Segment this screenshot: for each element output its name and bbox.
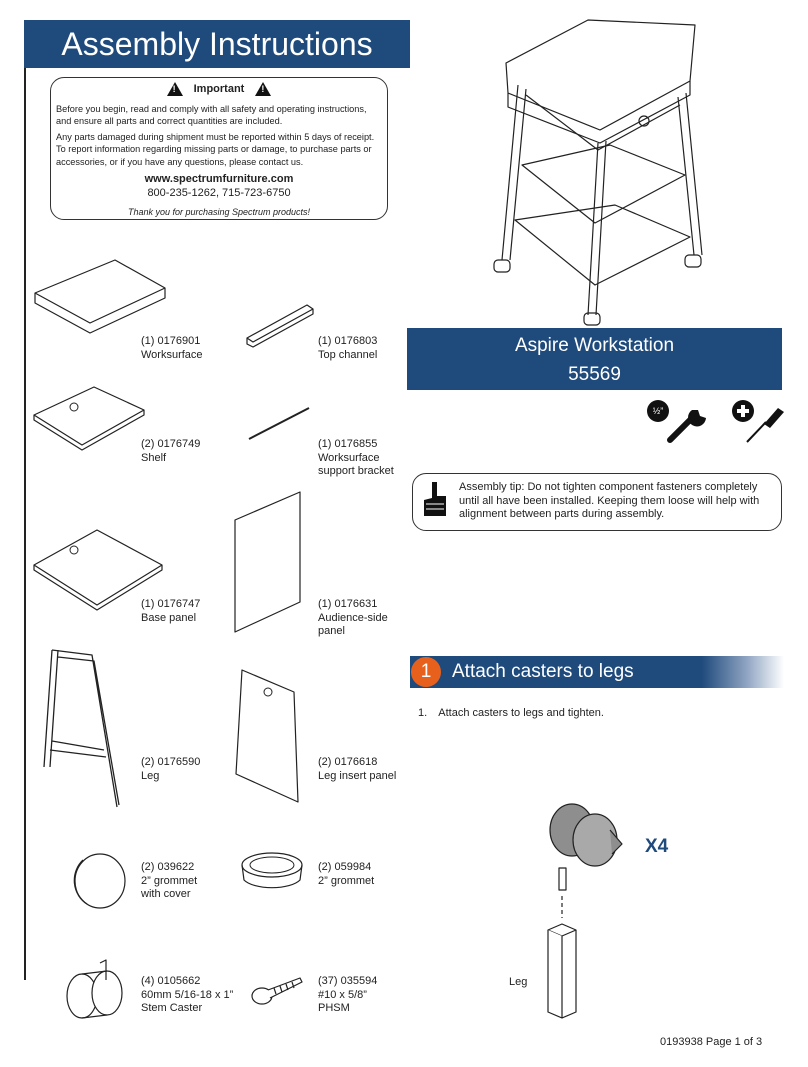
part-code: (1) 0176901 <box>141 335 201 347</box>
part-name: 2” grommet <box>318 874 375 887</box>
text-line: Any parts damaged during shipment must b… <box>56 132 375 142</box>
part-code: (2) 0176618 <box>318 756 378 768</box>
part-label: (2) 0176618 Leg insert panel <box>318 756 396 783</box>
warning-icon <box>166 82 183 96</box>
leg-illustration <box>43 649 120 808</box>
shelf-illustration <box>33 386 145 451</box>
part-code: (1) 0176855 <box>318 438 378 450</box>
part-name: panel <box>318 625 345 637</box>
top-channel-illustration <box>246 304 314 348</box>
important-paragraph-2: Any parts damaged during shipment must b… <box>56 131 384 168</box>
base-panel-illustration <box>33 529 163 611</box>
part-code: (2) 0176590 <box>141 756 201 768</box>
phillips-badge <box>732 400 754 422</box>
part-code: (2) 059984 <box>318 861 372 873</box>
part-code: (2) 039622 <box>141 861 195 873</box>
part-code: (1) 0176747 <box>141 598 201 610</box>
plus-bar <box>741 405 745 417</box>
part-name: with cover <box>141 888 191 900</box>
important-notice-box <box>50 77 388 220</box>
text-line: accessories, or if you have any question… <box>56 156 304 167</box>
part-label: (2) 059984 2” grommet <box>318 861 374 888</box>
part-name: Top channel <box>318 348 378 361</box>
leg-label: Leg <box>509 976 528 988</box>
leg-insert-panel-illustration <box>235 669 299 803</box>
part-label: (1) 0176855 Worksurface support bracket <box>318 438 394 479</box>
text-line: Before you begin, read and comply with a… <box>56 104 367 114</box>
quantity-multiplier: X4 <box>645 836 669 857</box>
assembly-tip-box <box>412 473 782 531</box>
part-code: (4) 0105662 <box>141 975 201 987</box>
worksurface-illustration <box>34 259 166 334</box>
text-line: To report information regarding missing … <box>56 144 372 155</box>
part-name: Leg <box>141 769 160 782</box>
audience-panel-illustration <box>234 491 301 633</box>
part-name: 60mm 5/16-18 x 1” <box>141 988 234 1001</box>
part-label: (2) 0176749 Shelf <box>141 438 200 465</box>
phone-numbers: 800-235-1262, 715-723-6750 <box>147 187 291 199</box>
website-link[interactable]: www.spectrumfurniture.com <box>144 173 294 185</box>
part-name: Worksurface <box>141 348 203 361</box>
page-title: Assembly Instructions <box>61 26 373 62</box>
text-line: and ensure all parts and correct quantit… <box>56 116 283 127</box>
part-name: Shelf <box>141 451 167 464</box>
part-code: (1) 0176631 <box>318 598 378 610</box>
part-label: (1) 0176747 Base panel <box>141 598 200 625</box>
screwdriver-icon <box>746 408 784 443</box>
text-line: alignment between parts during assembly. <box>459 508 665 520</box>
support-bracket-illustration <box>248 407 310 440</box>
wrench-size-badge: ½” <box>647 400 669 422</box>
part-label: (1) 0176631 Audience-side panel <box>318 598 388 639</box>
part-label: (2) 039622 2” grommet with cover <box>141 861 197 902</box>
part-label: (37) 035594 #10 x 5/8” PHSM <box>318 975 377 1016</box>
part-name: Worksurface <box>318 451 380 464</box>
wrench-icon <box>667 410 706 443</box>
part-name: Audience-side <box>318 611 388 624</box>
instruction-text: Attach casters to legs and tighten. <box>438 707 604 719</box>
thanks-text: Thank you for purchasing Spectrum produc… <box>127 207 311 217</box>
part-name: PHSM <box>318 1002 350 1014</box>
grommet-with-cover-illustration <box>73 853 126 909</box>
instruction-number: 1. <box>418 707 428 719</box>
product-name-bar: Aspire Workstation 55569 <box>407 328 782 390</box>
part-code: (1) 0176803 <box>318 335 378 347</box>
part-name: #10 x 5/8” <box>318 988 367 1001</box>
screw-illustration <box>251 977 303 1005</box>
important-paragraph-1: Before you begin, read and comply with a… <box>56 103 384 128</box>
step-instruction: 1. Attach casters to legs and tighten. <box>418 707 604 719</box>
product-name: Aspire Workstation <box>514 335 675 356</box>
left-border-rule <box>24 20 26 980</box>
text-line: Assembly tip: Do not tighten component f… <box>459 481 758 493</box>
part-label: (2) 0176590 Leg <box>141 756 200 783</box>
stem-caster-illustration <box>66 959 123 1019</box>
important-heading: Important <box>193 82 245 95</box>
warning-icon <box>255 82 272 96</box>
step-title: Attach casters to legs <box>452 661 634 682</box>
assembly-tip-text: Assembly tip: Do not tighten component f… <box>459 481 774 522</box>
step-number-badge: 1 <box>411 657 441 687</box>
page-footer: 0193938 Page 1 of 3 <box>660 1036 763 1048</box>
workstation-illustration <box>493 19 703 326</box>
part-name: 2” grommet <box>141 874 198 887</box>
part-code: (37) 035594 <box>318 975 378 987</box>
caster-to-leg-illustration <box>547 803 623 1019</box>
part-label: (4) 0105662 60mm 5/16-18 x 1” Stem Caste… <box>141 975 233 1016</box>
product-model: 55569 <box>568 364 621 385</box>
part-label: (1) 0176901 Worksurface <box>141 335 203 362</box>
part-name: support bracket <box>318 465 394 477</box>
title-bar: Assembly Instructions <box>24 20 410 68</box>
part-code: (2) 0176749 <box>141 438 201 450</box>
grommet-illustration <box>241 852 303 889</box>
part-label: (1) 0176803 Top channel <box>318 335 377 362</box>
part-name: Stem Caster <box>141 1002 203 1014</box>
important-heading-row: Important <box>50 82 388 96</box>
text-line: until all have been installed. Keeping t… <box>459 494 760 507</box>
part-name: Leg insert panel <box>318 769 397 782</box>
part-name: Base panel <box>141 611 197 624</box>
step-1-header-bar <box>410 656 784 688</box>
pointing-hand-icon <box>424 482 446 516</box>
wrench-size: ½” <box>652 406 664 416</box>
